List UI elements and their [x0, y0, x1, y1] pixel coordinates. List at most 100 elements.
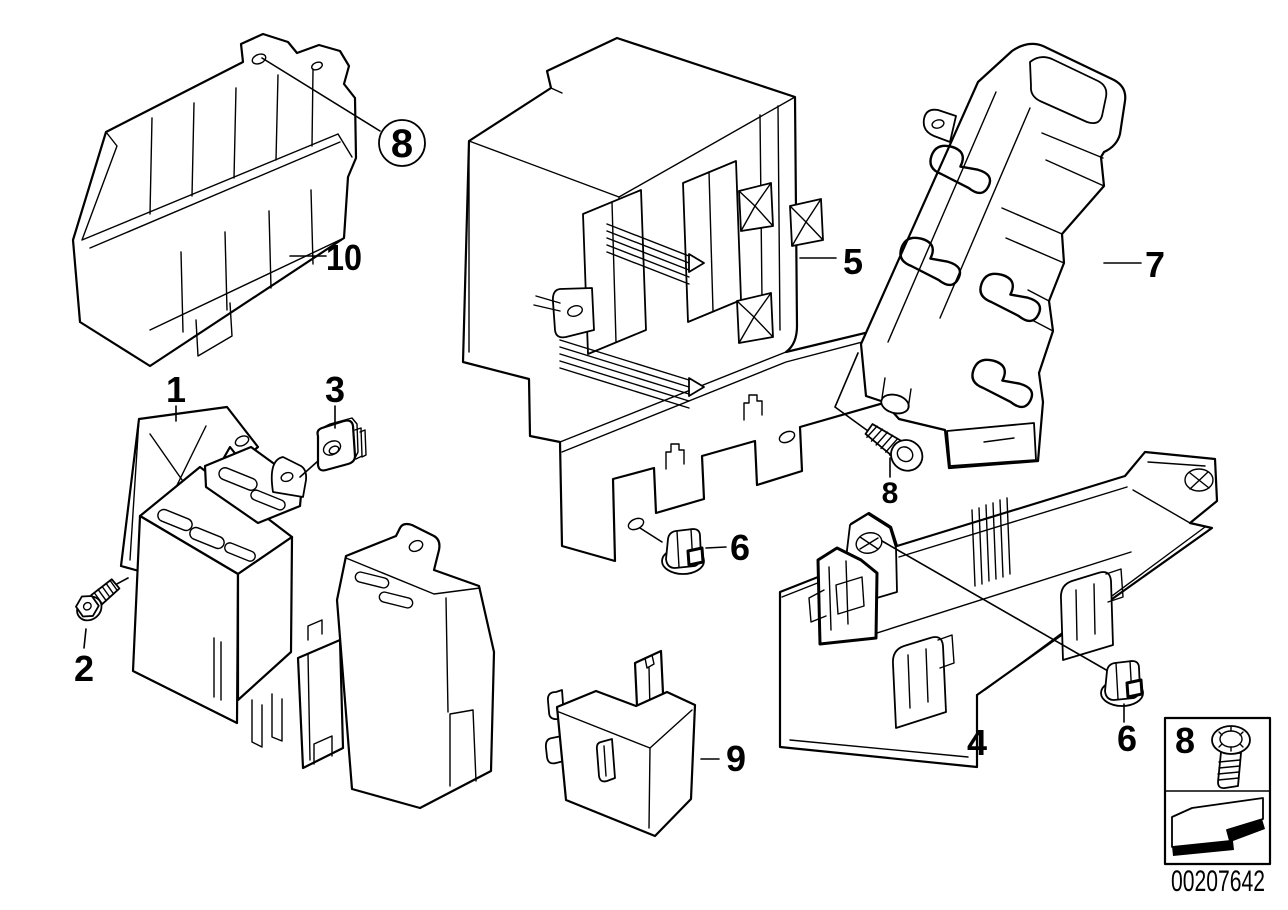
holder-slot-2: [189, 526, 225, 550]
bracket-handle-opening: [1029, 56, 1108, 125]
box-ear-hole: [567, 305, 583, 317]
holder-slot-3: [224, 542, 256, 562]
part-1-cover-drawing: [335, 522, 496, 810]
tray-mounting-hole: [251, 53, 267, 65]
tray-rim-edges: [81, 131, 353, 331]
carrier-clip-tower-right: [1060, 571, 1114, 661]
carrier-right-boss: [1184, 468, 1214, 492]
leader-line-8: [834, 352, 869, 432]
tray-front-ribs: [180, 189, 314, 333]
screw-2-drawing: [75, 578, 121, 622]
screw-head-socket: [896, 446, 914, 463]
part-1-holder-drawing: [131, 445, 308, 748]
tray-outline: [71, 32, 358, 368]
holder-slot-5: [250, 489, 286, 511]
leader-line: [261, 57, 381, 132]
bracket-ear-hole: [931, 119, 945, 129]
flange-hole-right: [778, 430, 796, 444]
holder-mid-bracket: [203, 445, 304, 525]
carrier-ribs: [971, 497, 1011, 587]
housing-rim-lines: [558, 709, 693, 829]
clip-nut-3-drawing: [316, 417, 367, 472]
callout-label-1: 1: [166, 369, 186, 410]
box-side-ear: [551, 287, 595, 339]
callout-label-9: 9: [726, 738, 746, 779]
leader-line-2: [83, 628, 87, 649]
callout-label-6-right: 6: [1117, 718, 1137, 759]
direction-arrow-icon: [1171, 797, 1265, 856]
part-5-distribution-box-drawing: [461, 36, 917, 563]
legend-screw-head: [1211, 725, 1251, 755]
carrier-left-boss: [855, 532, 883, 554]
nut-6-right-drawing: [1099, 659, 1145, 708]
tray-foot-tab: [195, 302, 233, 357]
bracket-side-ear: [922, 108, 957, 143]
box-ear-rods: [533, 295, 561, 312]
holder-slot-4: [218, 467, 258, 491]
leader-line-3: [299, 405, 336, 478]
contact-rail-upper: [606, 223, 690, 285]
wedge-clip-3-lines: [789, 198, 824, 247]
part-10-tray-drawing: [71, 32, 358, 368]
carrier-clip-tower-right-channel: [1075, 568, 1124, 641]
flange-clips: [665, 394, 763, 470]
callout-label-3: 3: [325, 369, 345, 410]
callout-label-8: 8: [882, 477, 899, 510]
housing-outline: [555, 689, 697, 838]
holder-ear-hole: [280, 471, 294, 483]
holder-ear: [270, 456, 308, 498]
holder-front-slots: [213, 637, 222, 701]
cover-outline: [335, 522, 496, 810]
arrow-shadow: [1172, 819, 1265, 856]
cover-slot-2: [378, 591, 414, 609]
wedge-clip-1-lines: [738, 182, 774, 232]
clip-hole-inner: [328, 445, 340, 455]
holder-slot-1: [157, 508, 193, 532]
legend-box: 8: [1163, 716, 1272, 866]
cover-u-notch: [449, 709, 477, 787]
screw-8-drawing: [864, 423, 924, 472]
nut-6-center-drawing: [660, 527, 706, 576]
carrier-clip-tower-left: [892, 636, 947, 729]
bracket-foot-flange: [946, 422, 1037, 467]
arrow-top-face: [1171, 797, 1264, 848]
backplate-hole: [234, 435, 250, 447]
wedge-clip-2-lines: [736, 292, 774, 344]
callout-label-5: 5: [843, 241, 863, 282]
legend-screw-threads: [1217, 759, 1241, 781]
flange-hole-left: [627, 517, 645, 531]
contact-rail-lower: [559, 339, 690, 409]
carrier-right-boss-spokes: [1189, 471, 1210, 490]
part-4-carrier-drawing: [778, 450, 1219, 769]
carrier-right-wing-lines: [1132, 461, 1206, 524]
callout-circle: [378, 119, 426, 167]
drawing-number: 00207642: [1171, 865, 1265, 898]
callout-8-circled: 8: [261, 57, 426, 167]
mid-piece-lines: [307, 619, 333, 765]
callout-label-10: 10: [326, 237, 362, 278]
screw-head: [890, 439, 924, 472]
part-9-housing-drawing: [544, 649, 697, 838]
callout-label-2: 2: [74, 648, 94, 689]
holder-right-face: [236, 535, 294, 702]
callout-label-8-circled: 8: [391, 122, 413, 166]
holder-feet: [251, 693, 283, 748]
box-partition-lines: [611, 171, 714, 343]
bracket-steps: [1001, 132, 1105, 332]
cover-edges: [345, 557, 481, 713]
contact-rail-lower-tip: [688, 377, 705, 397]
torx-screw-icon: [1211, 725, 1251, 790]
legend-callout-label-8: 8: [1175, 720, 1195, 761]
cover-slot-1: [354, 571, 390, 589]
carrier-front-tower-lines: [808, 560, 865, 631]
carrier-clip-tower-left-channel: [907, 634, 955, 709]
cover-ear-hole: [408, 539, 424, 553]
part-1-mid-piece-drawing: [296, 619, 345, 770]
legend-screw-torx-lobes: [1218, 726, 1244, 752]
legend-screw-shaft: [1217, 751, 1242, 790]
bracket-foot-lines: [881, 377, 912, 410]
bracket-foot-slot: [983, 437, 1015, 443]
screw2-hex-head: [75, 595, 100, 618]
